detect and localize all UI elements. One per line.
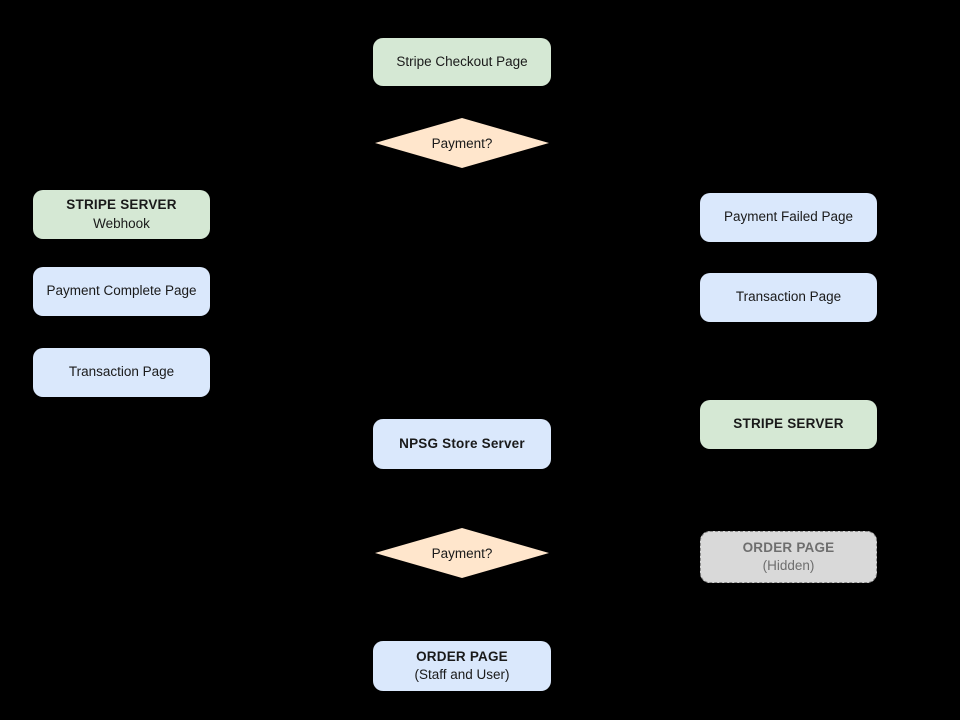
node-transaction-page-left-label: Transaction Page — [68, 364, 175, 380]
node-stripe-server-right-label: STRIPE SERVER — [733, 416, 844, 432]
node-order-page-staff-user-title: ORDER PAGE — [416, 648, 508, 664]
decision-payment-bottom[interactable]: Payment? — [375, 528, 549, 578]
node-order-page-staff-user[interactable]: ORDER PAGE (Staff and User) — [373, 641, 551, 691]
node-npsg-store-server[interactable]: NPSG Store Server — [373, 419, 551, 469]
node-stripe-server-webhook-title: STRIPE SERVER — [66, 197, 177, 213]
node-transaction-page-right[interactable]: Transaction Page — [700, 273, 877, 322]
node-stripe-checkout-page-label: Stripe Checkout Page — [396, 53, 528, 69]
node-payment-failed-page[interactable]: Payment Failed Page — [700, 193, 877, 242]
node-stripe-server-right[interactable]: STRIPE SERVER — [700, 400, 877, 449]
node-transaction-page-left[interactable]: Transaction Page — [33, 348, 210, 397]
node-payment-complete-page[interactable]: Payment Complete Page — [33, 267, 210, 316]
node-order-page-hidden-title: ORDER PAGE — [742, 539, 835, 555]
node-stripe-server-webhook[interactable]: STRIPE SERVER Webhook — [33, 190, 210, 239]
node-npsg-store-server-label: NPSG Store Server — [399, 435, 525, 451]
decision-payment-top[interactable]: Payment? — [375, 118, 549, 168]
node-order-page-hidden[interactable]: ORDER PAGE (Hidden) — [700, 531, 877, 583]
decision-payment-bottom-label: Payment? — [431, 545, 493, 561]
node-stripe-server-webhook-subtitle: Webhook — [93, 215, 150, 231]
node-stripe-checkout-page[interactable]: Stripe Checkout Page — [373, 38, 551, 86]
node-transaction-page-right-label: Transaction Page — [735, 289, 842, 305]
node-order-page-staff-user-subtitle: (Staff and User) — [414, 667, 510, 682]
node-payment-failed-page-label: Payment Failed Page — [723, 209, 854, 225]
node-payment-complete-page-label: Payment Complete Page — [46, 283, 197, 299]
decision-payment-top-label: Payment? — [431, 135, 493, 151]
node-order-page-hidden-subtitle: (Hidden) — [762, 558, 815, 573]
